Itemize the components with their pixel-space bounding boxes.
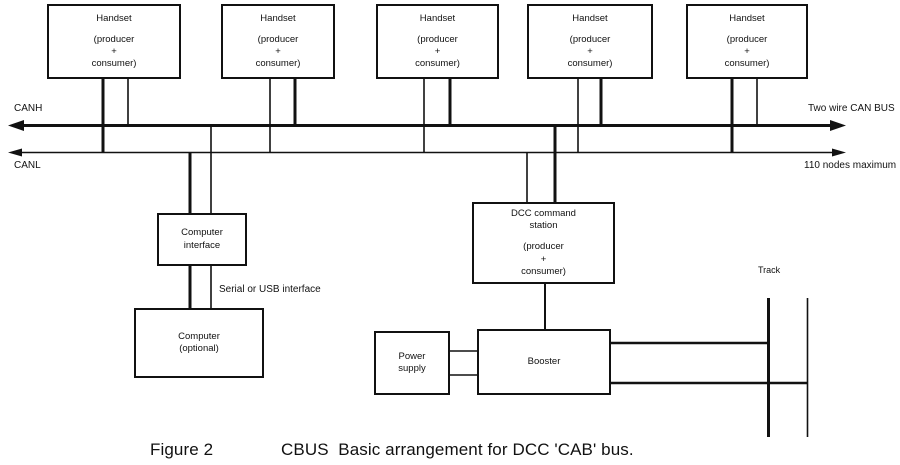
- handset-3-role: (producer + consumer): [415, 33, 460, 70]
- power-supply-title: Power supply: [398, 350, 426, 374]
- node-handset-3[interactable]: Handset (producer + consumer): [376, 4, 499, 79]
- handset-4-role: (producer + consumer): [567, 33, 613, 70]
- node-dcc-command-station[interactable]: DCC command station (producer + consumer…: [472, 202, 615, 284]
- handset-3-title: Handset: [419, 12, 456, 24]
- figure-caption-text: CBUS Basic arrangement for DCC 'CAB' bus…: [281, 440, 634, 459]
- label-track: Track: [758, 265, 781, 275]
- handset-1-title: Handset: [96, 12, 132, 24]
- label-canl: CANL: [14, 160, 41, 171]
- booster-title: Booster: [527, 355, 561, 367]
- computer-interface-title: Computer interface: [181, 227, 223, 251]
- arrow-canh-right: [830, 120, 846, 131]
- arrow-canh-left: [8, 120, 24, 131]
- node-handset-2[interactable]: Handset (producer + consumer): [221, 4, 335, 79]
- arrow-canl-right: [832, 148, 846, 157]
- label-two-wire-can-bus: Two wire CAN BUS: [808, 103, 895, 114]
- handset-1-role: (producer + consumer): [91, 33, 137, 70]
- node-booster[interactable]: Booster: [477, 329, 611, 395]
- label-110-nodes-maximum: 110 nodes maximum: [804, 160, 897, 171]
- handset-2-title: Handset: [260, 12, 296, 24]
- label-canh: CANH: [14, 103, 43, 114]
- handset-5-title: Handset: [729, 12, 765, 24]
- label-serial-or-usb-interface: Serial or USB interface: [219, 284, 321, 295]
- handset-5-role: (producer + consumer): [724, 33, 770, 70]
- node-handset-1[interactable]: Handset (producer + consumer): [47, 4, 181, 79]
- handset-4-title: Handset: [572, 12, 608, 24]
- figure-caption-number: Figure 2: [150, 440, 214, 459]
- node-handset-4[interactable]: Handset (producer + consumer): [527, 4, 653, 79]
- arrow-canl-left: [8, 148, 22, 157]
- node-handset-5[interactable]: Handset (producer + consumer): [686, 4, 808, 79]
- handset-2-role: (producer + consumer): [255, 33, 301, 70]
- node-computer-interface[interactable]: Computer interface: [157, 213, 247, 266]
- dcc-command-station-role: (producer + consumer): [521, 241, 566, 277]
- dcc-command-station-title: DCC command station: [511, 208, 576, 232]
- computer-title: Computer (optional): [178, 330, 220, 354]
- node-power-supply[interactable]: Power supply: [374, 331, 450, 395]
- node-computer[interactable]: Computer (optional): [134, 308, 264, 378]
